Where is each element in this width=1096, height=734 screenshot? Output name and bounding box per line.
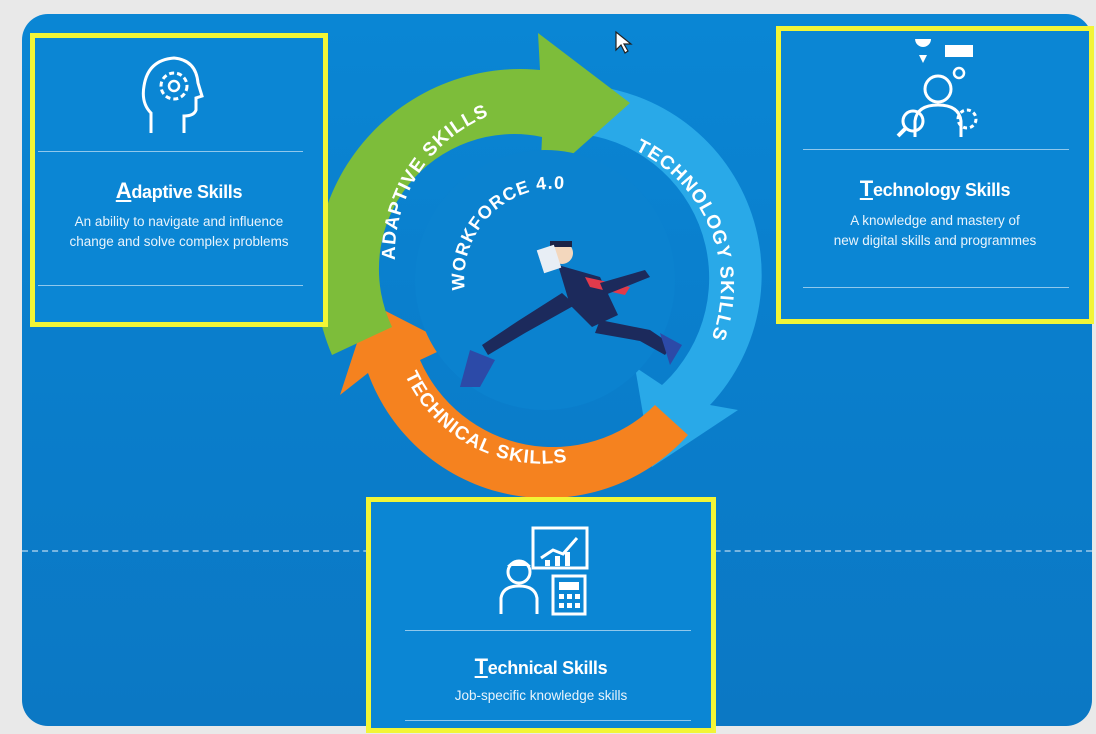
technology-arrow [562,84,762,467]
person-digital-icon [896,39,978,138]
adaptive-skills-panel: Adaptive Skills An ability to navigate a… [30,33,328,327]
technology-skills-panel: Technology Skills A knowledge and master… [776,26,1094,324]
divider-line [38,285,303,286]
head-gear-icon [141,56,204,133]
center-disc [415,150,675,410]
divider-line [803,287,1069,288]
technical-arrow [340,303,688,499]
technology-skills-title: Technology Skills [859,176,1011,201]
divider-line [405,720,691,721]
mouse-cursor-icon [615,30,633,54]
skills-cycle-diagram: ADAPTIVE SKILLS TECHNOLOGY SKILLS TECHNI… [315,33,762,499]
divider-line [405,630,691,631]
adaptive-skills-title: Adaptive Skills [115,178,243,203]
adaptive-arrow [315,33,630,355]
technical-skills-desc: Job-specific knowledge skills [454,688,628,703]
technical-skills-title: Technical Skills [474,654,608,679]
divider-line [803,149,1069,150]
adaptive-skills-desc: An ability to navigate and influence cha… [69,214,289,249]
running-businessman-icon [460,241,682,387]
technology-skills-desc: A knowledge and mastery of new digital s… [833,213,1037,248]
divider-line [38,151,303,152]
technical-skills-panel: Technical Skills Job-specific knowledge … [366,497,716,733]
worker-chart-icon [499,526,589,616]
